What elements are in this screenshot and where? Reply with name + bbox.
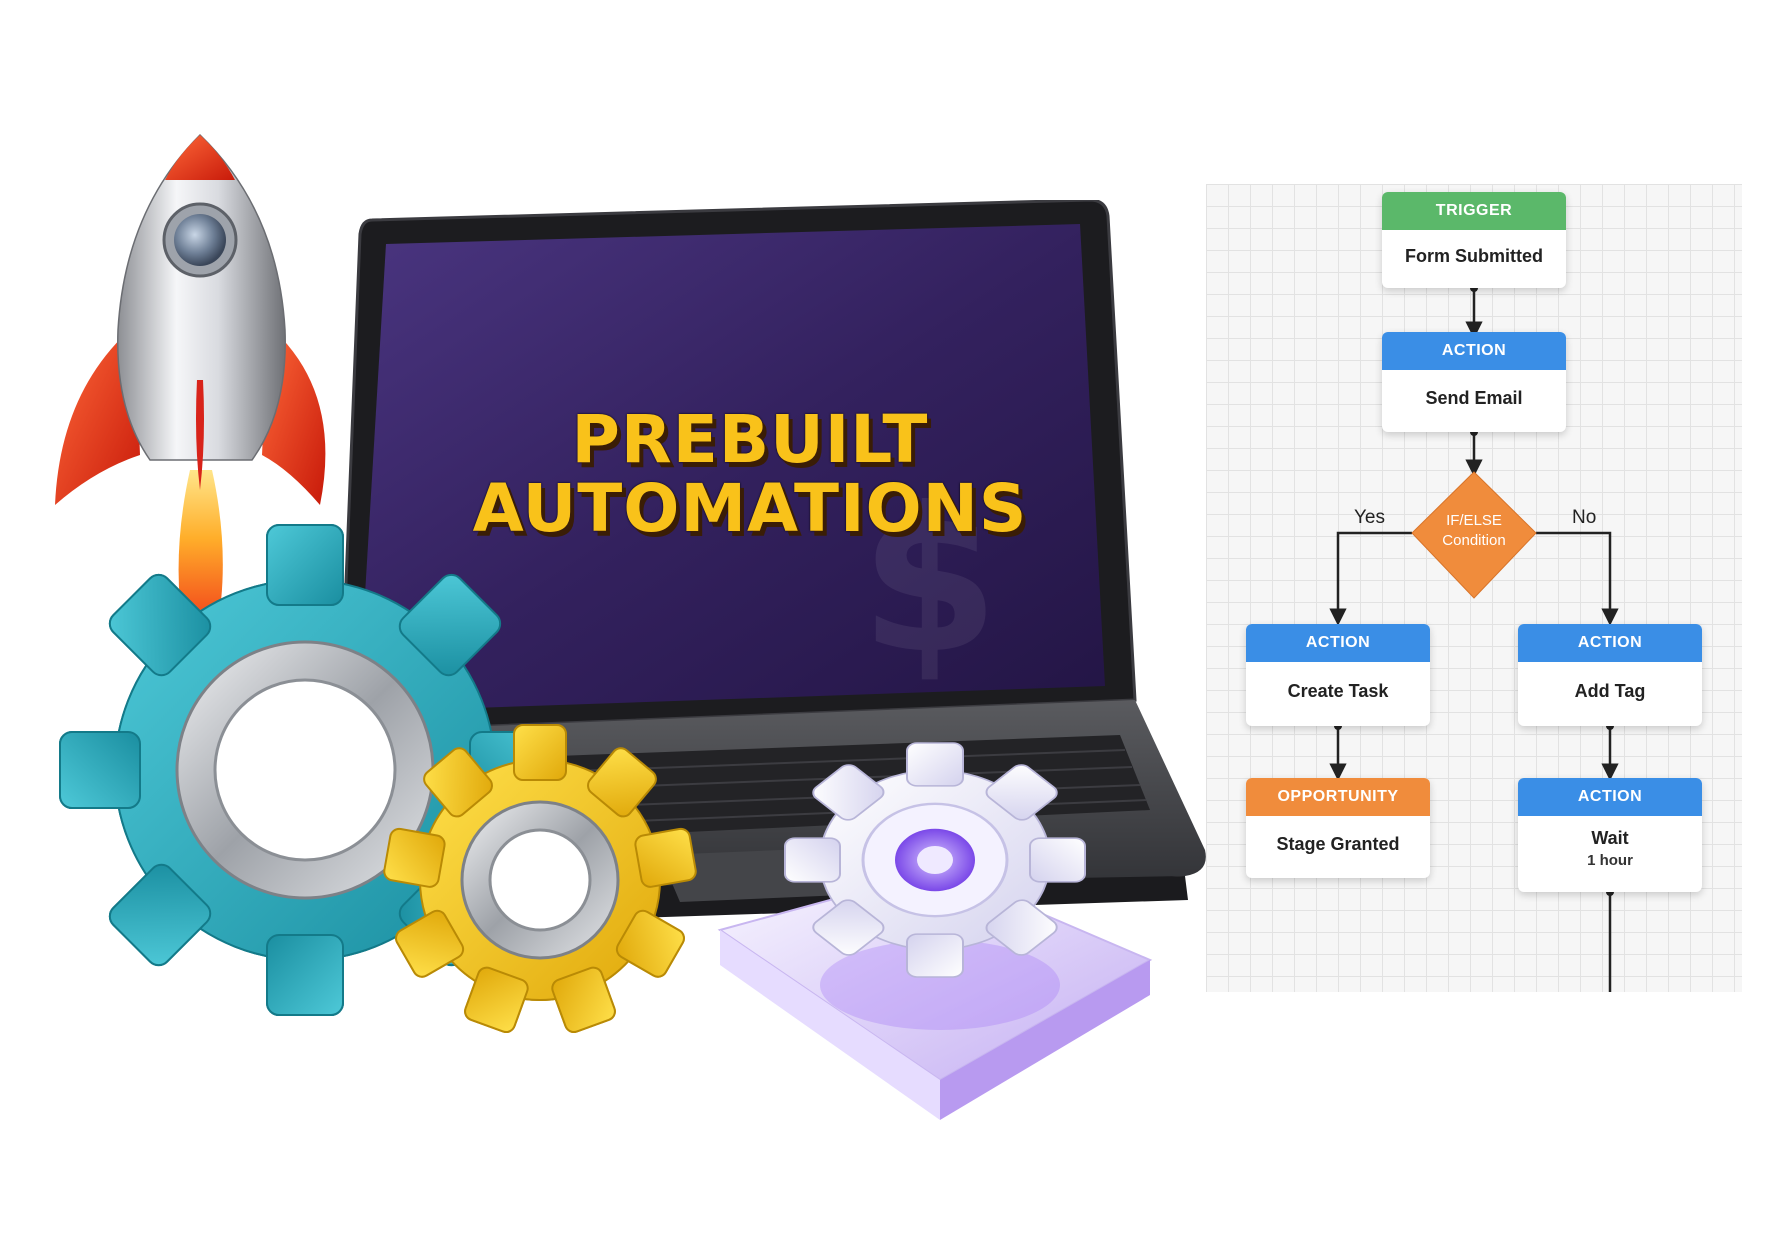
- opportunity-node-label: Stage Granted: [1276, 834, 1400, 854]
- trigger-node-label: Form Submitted: [1405, 246, 1543, 266]
- condition-subtitle: Condition: [1442, 532, 1506, 549]
- white-gear-icon: [717, 742, 1153, 1120]
- create-task-node[interactable]: ACTION Create Task: [1246, 624, 1430, 726]
- screen-headline-line1: PREBUILT: [571, 401, 929, 478]
- screen-headline-line2: AUTOMATIONS: [472, 470, 1028, 548]
- wait-node-duration: 1 hour: [1587, 852, 1633, 869]
- no-branch-label: No: [1572, 507, 1597, 528]
- condition-title: IF/ELSE: [1446, 512, 1502, 529]
- add-tag-node-label: Add Tag: [1574, 681, 1646, 701]
- send-email-node-label: Send Email: [1425, 388, 1523, 408]
- create-task-node-label: Create Task: [1287, 681, 1389, 701]
- send-email-node[interactable]: ACTION Send Email: [1382, 332, 1566, 432]
- opportunity-node-header: OPPORTUNITY: [1246, 778, 1430, 816]
- condition-node[interactable]: IF/ELSE Condition: [1414, 511, 1534, 551]
- trigger-node[interactable]: TRIGGER Form Submitted: [1382, 192, 1566, 288]
- trigger-node-header: TRIGGER: [1382, 192, 1566, 230]
- wait-node[interactable]: ACTION Wait 1 hour: [1518, 778, 1702, 892]
- condition-diamond-shape: [1411, 471, 1537, 599]
- add-tag-node-header: ACTION: [1518, 624, 1702, 662]
- screen-headline: PREBUILT AUTOMATIONS: [390, 405, 1110, 544]
- yellow-gear-front: [383, 724, 697, 1034]
- wait-node-header: ACTION: [1518, 778, 1702, 816]
- rocket-icon: [55, 133, 326, 665]
- svg-text:$: $: [860, 465, 999, 698]
- automation-flow-diagram: TRIGGER Form Submitted ACTION Send Email…: [1206, 184, 1742, 992]
- create-task-node-header: ACTION: [1246, 624, 1430, 662]
- yes-branch-label: Yes: [1354, 507, 1385, 528]
- send-email-node-header: ACTION: [1382, 332, 1566, 370]
- wait-node-label: Wait: [1591, 828, 1629, 848]
- add-tag-node[interactable]: ACTION Add Tag: [1518, 624, 1702, 726]
- opportunity-node[interactable]: OPPORTUNITY Stage Granted: [1246, 778, 1430, 878]
- laptop-screen: [358, 224, 1105, 712]
